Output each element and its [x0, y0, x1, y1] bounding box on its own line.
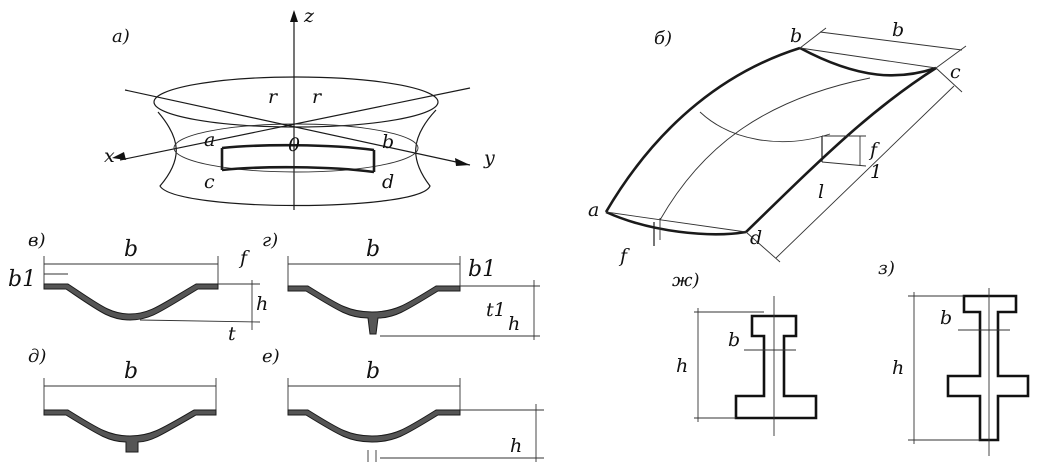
edge-ab — [604, 46, 801, 213]
dim-h-ext2 — [139, 319, 261, 323]
shell-section-plain — [287, 409, 461, 443]
z-axis-label: z — [303, 5, 315, 27]
dim-b1-label: b1 — [8, 267, 36, 292]
y-axis-label: y — [483, 147, 495, 169]
shell-section — [43, 283, 219, 321]
point-c-label: c — [204, 171, 215, 193]
dim-b-label: b — [728, 329, 740, 351]
i-section — [734, 314, 818, 420]
point-d-label: d — [750, 227, 762, 249]
panel-z-label: з) — [878, 258, 895, 279]
dim-h-label: h — [256, 293, 268, 315]
window-bottom — [221, 165, 375, 174]
point-b-label: b — [790, 25, 802, 47]
y-axis-line — [124, 89, 471, 166]
dim-b-ext1 — [799, 27, 827, 49]
sag-bottom-label: f — [618, 245, 630, 267]
chord-bc — [799, 47, 937, 69]
top-ellipse — [153, 76, 439, 128]
cross-section — [946, 294, 1030, 442]
panel-v-label: в) — [28, 230, 46, 251]
panel-a-label: а) — [112, 26, 130, 47]
x-axis-arrow — [112, 152, 126, 160]
y-axis-arrow — [455, 158, 470, 166]
shell-section-bulb — [43, 409, 217, 453]
dim-b-label: b — [366, 359, 380, 384]
dim-h-label: h — [508, 313, 520, 335]
chord-ad — [605, 211, 747, 233]
shell-section-rib — [287, 285, 461, 335]
dim-b-label: b — [892, 19, 904, 41]
dim-b-label: b — [940, 307, 952, 329]
dim-b-label: b — [124, 359, 138, 384]
origin-label: 0 — [288, 134, 300, 156]
dim-h-label: h — [676, 355, 688, 377]
dim-l-line — [775, 85, 955, 259]
dim-t-label: t — [228, 323, 236, 345]
panel-zh-label: ж) — [672, 270, 699, 291]
edge-cd — [745, 66, 937, 233]
panel-b-label: б) — [654, 28, 672, 49]
dim-b1-label: b1 — [468, 257, 496, 282]
point-a-label: a — [204, 129, 215, 151]
edge-ad — [605, 210, 747, 236]
dim-b-label: b — [124, 237, 138, 262]
dim-b-label: b — [366, 237, 380, 262]
panel-d: д) b — [28, 346, 217, 453]
dim-t1-label: t1 — [486, 299, 506, 321]
point-d-label: d — [382, 171, 394, 193]
panel-z: з) h b — [878, 258, 1030, 456]
dim-b-line — [819, 31, 963, 51]
x-axis-line — [119, 87, 471, 161]
dim-l-ext1 — [935, 67, 963, 93]
dim-h-label: h — [510, 435, 522, 457]
z-axis-arrow — [290, 10, 298, 22]
unit-mark: 1 — [870, 161, 882, 183]
dim-h-label: h — [892, 357, 904, 379]
panel-zh: ж) h b — [672, 270, 818, 436]
panel-g: г) b b1 t1 h — [262, 230, 540, 340]
sag-f-ext2 — [821, 161, 867, 167]
window-top — [221, 143, 375, 152]
edge-bc — [799, 46, 937, 77]
mid-line-long — [659, 77, 871, 221]
panel-e: е) b h — [262, 346, 544, 462]
panel-a: а) z x y r r a 0 b c d — [104, 5, 495, 210]
radius-label-left: r — [268, 86, 279, 108]
sag-f-label: f — [868, 139, 880, 161]
radius-label-right: r — [312, 86, 323, 108]
panel-b: б) b b c a d f 1 l f — [588, 19, 967, 267]
point-a-label: a — [588, 199, 599, 221]
dim-f-label: f — [238, 247, 250, 269]
panel-e-label: е) — [262, 346, 280, 367]
panel-d-label: д) — [28, 346, 46, 367]
dim-l-label: l — [818, 181, 824, 203]
panel-v: в) b b1 f h t — [8, 230, 268, 345]
panel-g-label: г) — [262, 230, 278, 251]
point-b-label: b — [382, 131, 394, 153]
x-axis-label: x — [104, 145, 115, 167]
drum-body — [157, 109, 437, 207]
mid-line-cross — [699, 111, 831, 143]
point-c-label: c — [950, 61, 961, 83]
dim-l-ext2 — [745, 231, 781, 263]
